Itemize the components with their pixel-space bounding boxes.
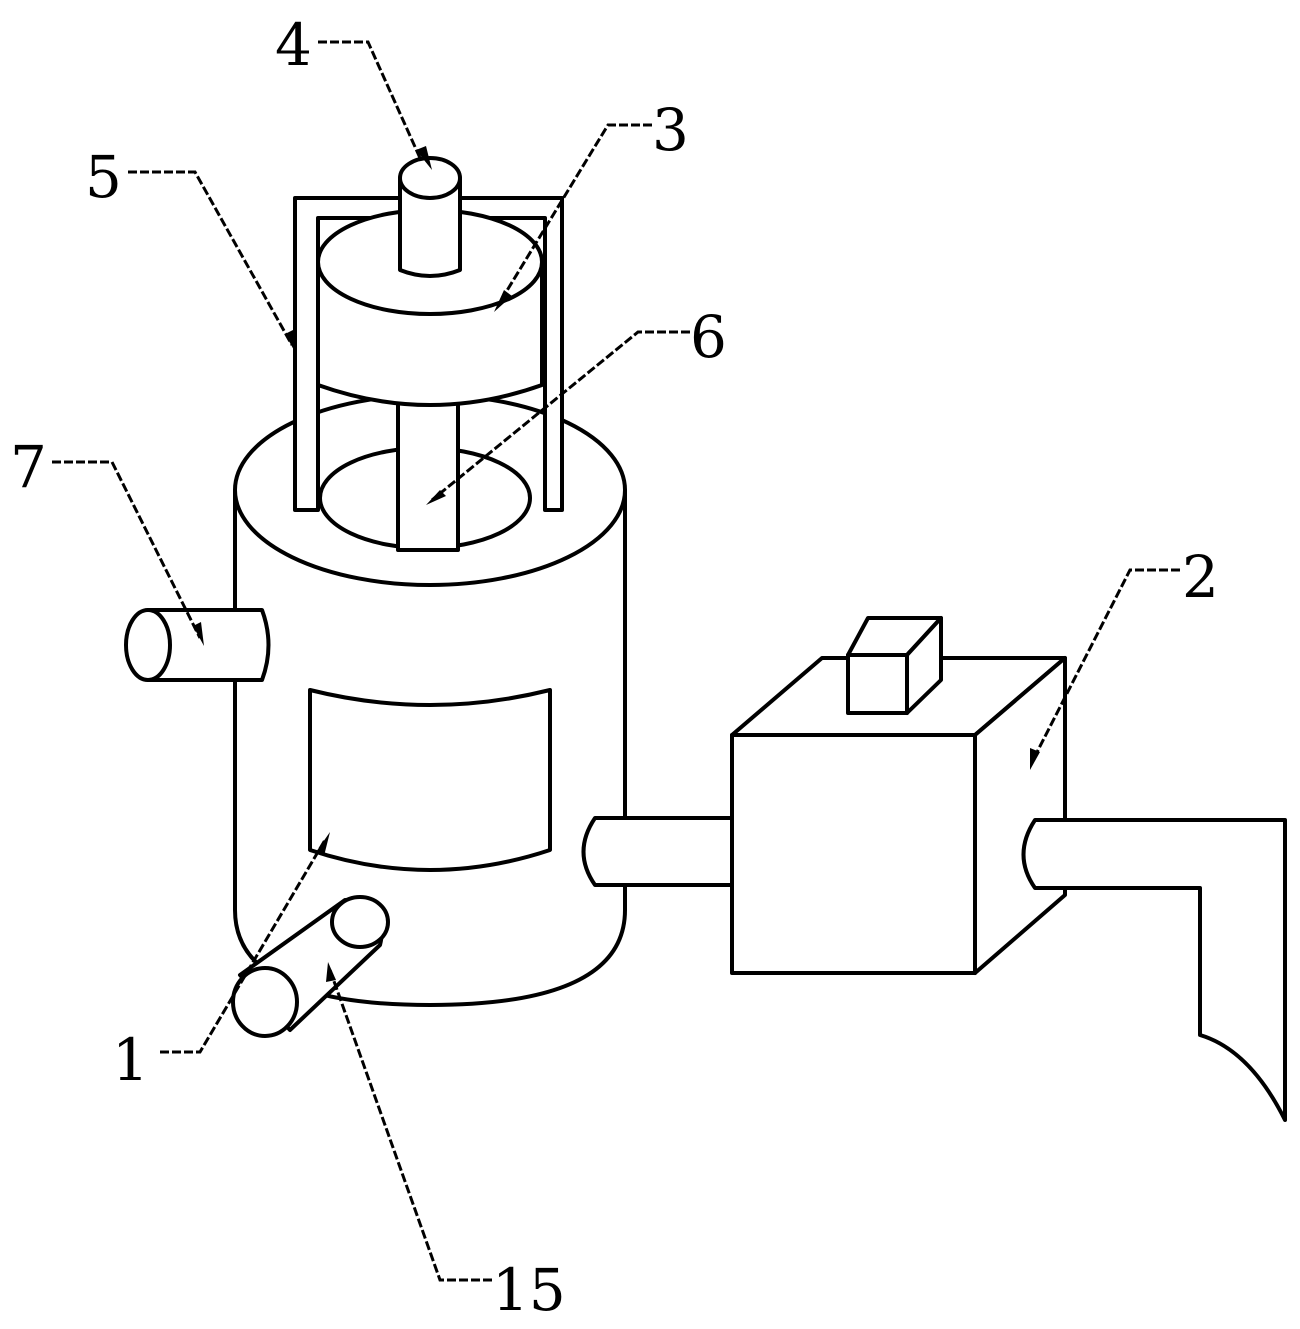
- label-1: 1: [112, 1026, 149, 1094]
- pump-box: [730, 616, 1067, 975]
- leader-1: [160, 839, 327, 1054]
- stirring-shaft: [396, 398, 460, 552]
- outlet-pipe: [1021, 818, 1287, 1122]
- label-15: 15: [492, 1256, 566, 1324]
- label-7: 7: [10, 433, 47, 501]
- leader-6: [431, 330, 690, 502]
- label-3: 3: [652, 96, 689, 164]
- leader-lines: [52, 40, 1180, 1282]
- leader-7: [52, 460, 202, 639]
- label-5: 5: [85, 143, 122, 211]
- label-6: 6: [690, 303, 727, 371]
- leader-5: [128, 170, 294, 346]
- connecting-pipe: [581, 816, 737, 887]
- bottom-pipe: [231, 895, 390, 1038]
- label-4: 4: [275, 11, 312, 79]
- leader-3: [498, 123, 652, 303]
- side-pipe: [124, 608, 271, 682]
- leader-2: [1031, 568, 1180, 761]
- leader-4: [318, 40, 422, 159]
- motor-shaft: [398, 156, 462, 278]
- vessel-window: [308, 688, 552, 872]
- label-2: 2: [1182, 543, 1219, 611]
- bracket-frame: [293, 196, 564, 512]
- leader-15: [328, 969, 492, 1282]
